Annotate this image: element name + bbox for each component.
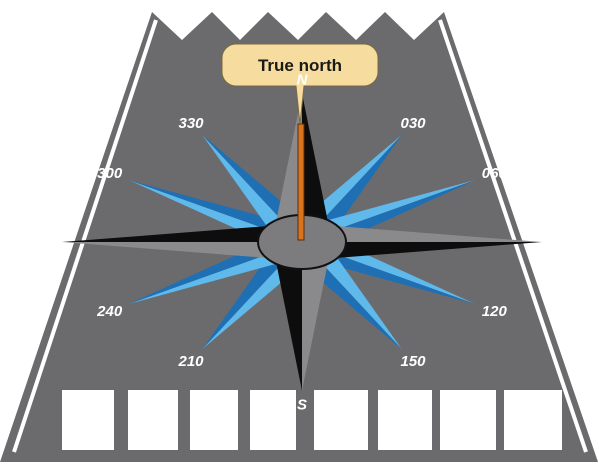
threshold-marking [440, 390, 496, 450]
cardinal-label-N: N [297, 72, 309, 89]
bearing-label-210: 210 [177, 353, 204, 370]
bearing-label-120: 120 [482, 303, 508, 320]
cardinal-label-W: W [33, 234, 49, 251]
runway-left-edge-line [12, 19, 158, 453]
threshold-markings [62, 390, 562, 450]
bearing-labels: N E S W 030 060 120 150 210 240 300 330 [33, 72, 570, 414]
true-north-callout: True north [221, 43, 379, 125]
compass-ray-S-black [272, 242, 302, 391]
bearing-label-300: 300 [97, 165, 123, 182]
bearing-label-150: 150 [400, 353, 426, 370]
compass-ray-S-gray [302, 242, 332, 391]
threshold-marking [190, 390, 238, 450]
cardinal-label-S: S [297, 396, 307, 413]
threshold-marking [314, 390, 368, 450]
threshold-marking [62, 390, 114, 450]
compass-ray-E-black [302, 242, 542, 261]
cardinal-label-E: E [559, 234, 570, 251]
callout-bubble [221, 43, 379, 125]
true-north-needle [297, 123, 305, 241]
bearing-label-060: 060 [482, 165, 508, 182]
threshold-marking [378, 390, 432, 450]
compass-ray-W-gray [62, 242, 302, 261]
compass-ray-N-black [302, 93, 332, 242]
threshold-marking [128, 390, 178, 450]
compass-ray-E-gray [302, 223, 542, 242]
threshold-marking [504, 390, 562, 450]
bearing-label-030: 030 [400, 115, 426, 132]
compass-ray-W-black [62, 223, 302, 242]
callout-text: True north [258, 56, 342, 75]
runway-right-edge-line [438, 19, 588, 453]
threshold-marking [250, 390, 296, 450]
bearing-label-330: 330 [178, 115, 204, 132]
compass-ray-N-gray [272, 93, 302, 242]
bearing-label-240: 240 [96, 303, 123, 320]
